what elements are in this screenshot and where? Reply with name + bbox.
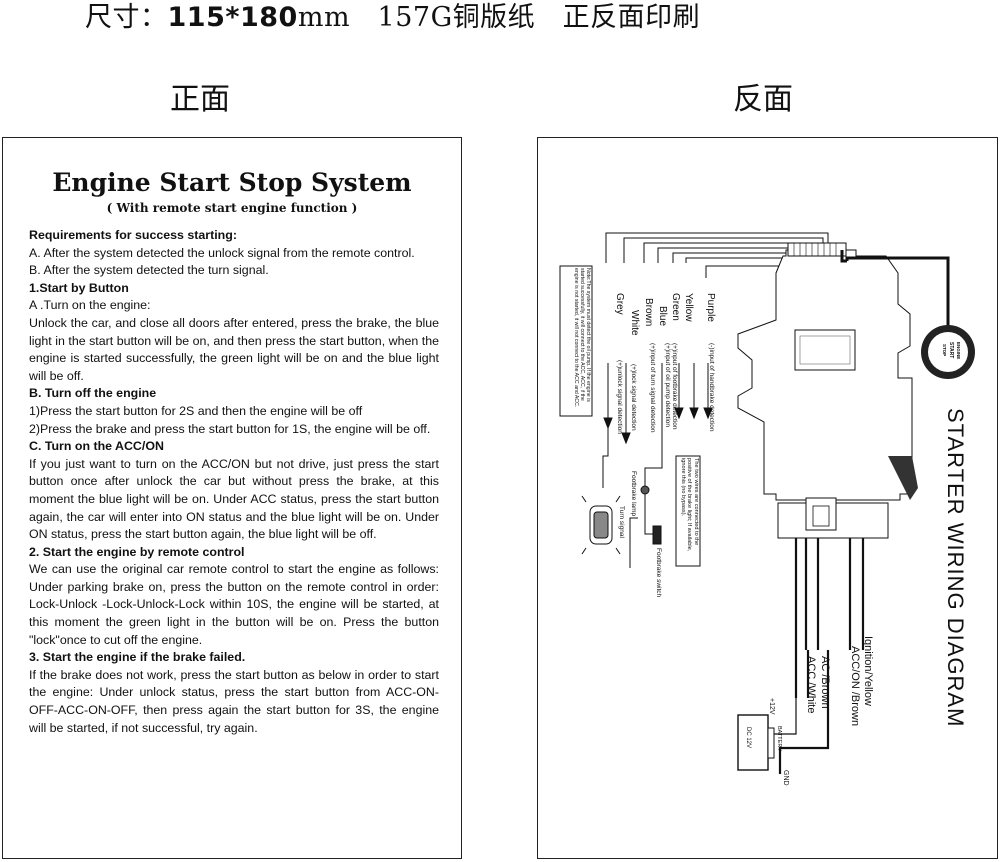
svg-text:(+)input of turn signal detect: (+)input of turn signal detection bbox=[649, 343, 656, 433]
instruction-paragraph: If the brake does not work, press the st… bbox=[29, 667, 439, 735]
svg-text:AC /Brown: AC /Brown bbox=[819, 656, 831, 709]
instruction-paragraph: B. After the system detected the turn si… bbox=[29, 263, 269, 278]
spec-rest: mm 157G铜版纸 正反面印刷 bbox=[297, 2, 701, 33]
label-purple: Purple bbox=[705, 293, 716, 322]
instruction-paragraph: If you just want to turn on the ACC/ON b… bbox=[29, 456, 439, 542]
svg-text:ACC /White: ACC /White bbox=[805, 656, 817, 713]
svg-text:(+)unlock signal detection: (+)unlock signal detection bbox=[616, 360, 623, 434]
label-white: White bbox=[629, 310, 640, 336]
label-yellow: Yellow bbox=[683, 293, 694, 322]
spec-dimensions: 115*180 bbox=[167, 2, 298, 33]
document-subtitle: ( With remote start engine function ) bbox=[106, 201, 358, 215]
label-grey: Grey bbox=[614, 293, 625, 315]
footbrake-lamp bbox=[629, 448, 663, 568]
control-module bbox=[737, 242, 918, 539]
section-heading: 1.Start by Button bbox=[29, 280, 129, 295]
instruction-paragraph: Unlock the car, and close all doors afte… bbox=[29, 315, 439, 383]
note-box-left bbox=[559, 265, 593, 417]
front-panel: Engine Start Stop System ( With remote s… bbox=[2, 137, 462, 859]
spec-prefix: 尺寸： bbox=[85, 2, 168, 33]
power-wires bbox=[778, 538, 865, 774]
instruction-paragraph: We can use the original car remote contr… bbox=[29, 562, 439, 647]
note-mid-text: The two wires are connected to the posit… bbox=[680, 458, 699, 551]
label-blue: Blue bbox=[657, 306, 668, 326]
note-box-mid bbox=[675, 455, 701, 567]
section-heading: 2. Start the engine by remote control bbox=[29, 544, 245, 559]
svg-text:ACC/ON /Brown: ACC/ON /Brown bbox=[849, 646, 861, 726]
svg-text:(-)input of handbrake detectio: (-)input of handbrake detection bbox=[708, 343, 715, 432]
instruction-paragraph: A .Turn on the engine: bbox=[29, 298, 151, 313]
document-title: Engine Start Stop System bbox=[52, 168, 412, 197]
svg-text:(+)lock signal detection: (+)lock signal detection bbox=[630, 364, 637, 431]
turn-signal-lamp bbox=[581, 428, 621, 555]
plus12-label: +12V bbox=[768, 698, 775, 715]
battery-positive-wire bbox=[774, 698, 797, 735]
front-side-label: 正面 bbox=[170, 82, 230, 117]
turn-signal-label: Turn signal bbox=[618, 506, 625, 538]
svg-text:ENGINE: ENGINE bbox=[956, 342, 961, 359]
instruction-paragraph: 2)Press the brake and press the start bu… bbox=[29, 421, 431, 436]
print-spec-header: 尺寸：115*180mm 157G铜版纸 正反面印刷 bbox=[85, 0, 700, 40]
power-wire-labels: Ignition/Yellow ACC/ON /Brown AC /Brown … bbox=[805, 636, 874, 726]
wiring-diagram: Grey White Brown Blue Green Yellow Purpl… bbox=[559, 232, 975, 786]
signal-arrows bbox=[603, 363, 713, 448]
battery-icon: DC 12V BATTERY bbox=[737, 714, 782, 771]
section-heading: C. Turn on the ACC/ON bbox=[29, 439, 164, 454]
battery-label: BATTERY bbox=[776, 726, 782, 751]
footbrake-lamp-label: Footbrake lamp bbox=[630, 471, 637, 517]
wire-function-labels: (+)unlock signal detection (+)lock signa… bbox=[616, 343, 715, 434]
section-heading: 3. Start the engine if the brake failed. bbox=[29, 650, 246, 665]
wire-color-labels: Grey White Brown Blue Green Yellow Purpl… bbox=[614, 293, 716, 336]
start-stop-button-icon: ENGINE START STOP bbox=[921, 325, 975, 379]
instruction-paragraph: A. After the system detected the unlock … bbox=[29, 245, 415, 260]
note-left-text: Note:The system must detect the oil pump… bbox=[573, 268, 591, 407]
instruction-paragraph: 1)Press the start button for 2S and then… bbox=[29, 403, 363, 418]
svg-text:(+)input of footbrake detectio: (+)input of footbrake detection bbox=[671, 343, 678, 430]
button-cable bbox=[840, 250, 950, 342]
section-heading: Requirements for success starting: bbox=[29, 228, 237, 242]
diagram-title: STARTER WIRING DIAGRAM bbox=[943, 408, 968, 727]
svg-text:START: START bbox=[948, 342, 954, 358]
instructions-body: Requirements for success starting: A. Aft… bbox=[29, 227, 439, 737]
svg-text:(+)input of oil pump detection: (+)input of oil pump detection bbox=[664, 343, 671, 427]
svg-text:STOP: STOP bbox=[942, 344, 947, 356]
svg-text:Ignition/Yellow: Ignition/Yellow bbox=[862, 636, 874, 706]
gnd-label: GND bbox=[782, 770, 789, 786]
back-panel: Grey White Brown Blue Green Yellow Purpl… bbox=[537, 137, 998, 859]
back-side-label: 反面 bbox=[733, 82, 793, 117]
label-brown: Brown bbox=[643, 298, 654, 326]
battery-dc-label: DC 12V bbox=[745, 727, 751, 748]
section-heading: B. Turn off the engine bbox=[29, 386, 157, 401]
footbrake-switch-label: Footbrake switch bbox=[655, 548, 662, 598]
label-green: Green bbox=[670, 293, 681, 321]
